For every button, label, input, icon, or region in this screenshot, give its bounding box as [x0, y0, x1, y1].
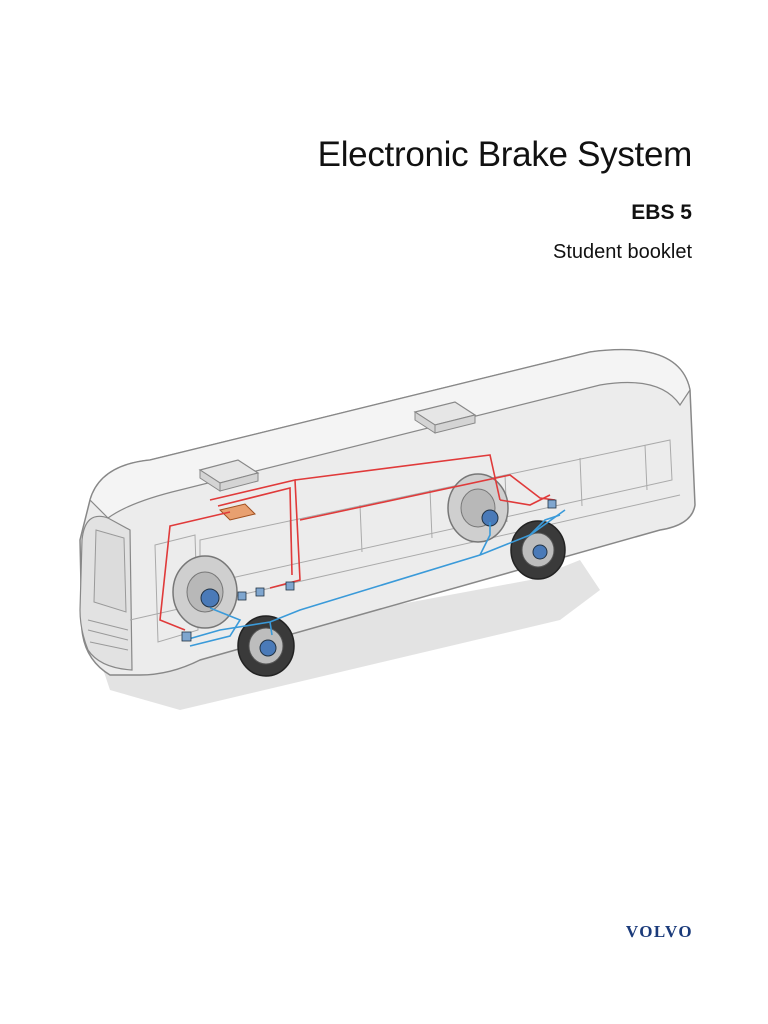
valve-component: [255, 587, 265, 597]
valve-component: [547, 499, 557, 509]
valve-component: [237, 591, 247, 601]
volvo-logo: VOLVO: [625, 922, 693, 941]
bus-windscreen: [93, 529, 127, 613]
brake-modulator-rear-near: [532, 544, 548, 560]
bus-illustration: [79, 348, 696, 710]
document-subtitle: EBS 5: [631, 201, 692, 224]
pneumatic-lines: [159, 454, 556, 631]
document-booklet-label: Student booklet: [553, 241, 692, 263]
valve-component: [181, 631, 192, 642]
electrical-lines: [184, 509, 566, 647]
bus-front-door: [154, 534, 199, 643]
brake-modulator-front-far: [200, 588, 220, 608]
valve-component: [285, 581, 295, 591]
brake-modulator-front-near: [259, 639, 277, 657]
bus-roof: [89, 349, 691, 519]
bus-shadow: [100, 560, 600, 710]
document-title: Electronic Brake System: [317, 135, 693, 174]
ebs-control-unit: [219, 503, 256, 521]
